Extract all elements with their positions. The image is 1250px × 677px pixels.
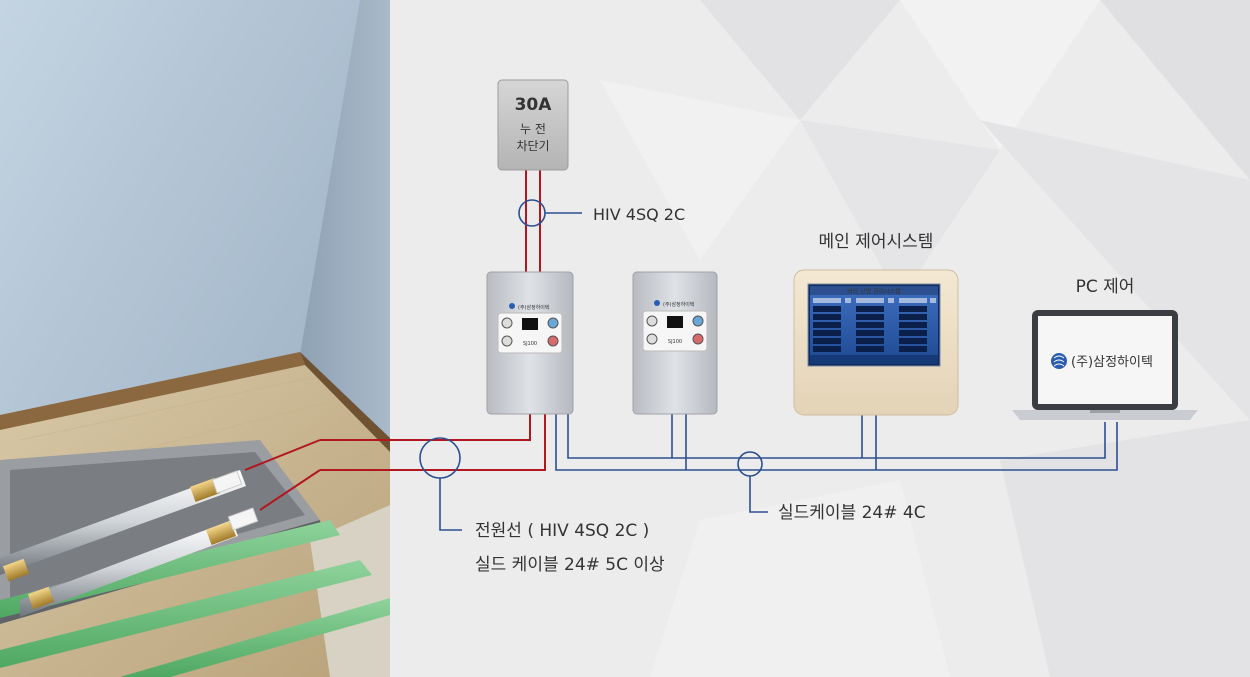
hiv-cable-label: HIV 4SQ 2C bbox=[593, 205, 685, 224]
shield-wiring bbox=[555, 412, 1118, 471]
shield-cable-label: 실드케이블 24# 4C bbox=[778, 503, 926, 523]
laptop-logo-icon bbox=[1051, 353, 1067, 369]
controller-box-2: (주)삼정하이텍 SJ100 bbox=[632, 271, 718, 415]
main-control-panel: 바닥 난방 관리시스템 bbox=[793, 269, 959, 416]
controller-2-model: SJ100 bbox=[668, 339, 682, 345]
controller-1-brand: (주)삼정하이텍 bbox=[518, 304, 550, 311]
callouts bbox=[419, 199, 768, 531]
room-illustration bbox=[0, 0, 390, 677]
breaker-amperage: 30A bbox=[515, 95, 553, 115]
pc-laptop: (주)삼정하이텍 bbox=[1012, 310, 1198, 420]
panel-screen-rows bbox=[813, 306, 927, 352]
earth-leakage-breaker: 30A 누 전 차단기 bbox=[497, 79, 569, 171]
laptop-logo-text: (주)삼정하이텍 bbox=[1071, 355, 1153, 370]
pc-control-label: PC 제어 bbox=[1076, 277, 1135, 297]
breaker-label-line2: 차단기 bbox=[516, 139, 549, 153]
power-cable-label-line1: 전원선 ( HIV 4SQ 2C ) bbox=[475, 521, 649, 541]
breaker-label-line1: 누 전 bbox=[520, 122, 546, 136]
panel-screen-title: 바닥 난방 관리시스템 bbox=[847, 288, 901, 296]
controller-box-1: (주)삼정하이텍 SJ100 bbox=[486, 271, 574, 415]
power-wiring bbox=[244, 168, 546, 511]
panel-screen-grid bbox=[813, 298, 936, 303]
main-control-label: 메인 제어시스템 bbox=[819, 232, 934, 252]
controller-1-model: SJ100 bbox=[523, 341, 537, 347]
controller-2-brand: (주)삼정하이텍 bbox=[663, 301, 695, 308]
power-cable-label-line2: 실드 케이블 24# 5C 이상 bbox=[475, 555, 665, 575]
